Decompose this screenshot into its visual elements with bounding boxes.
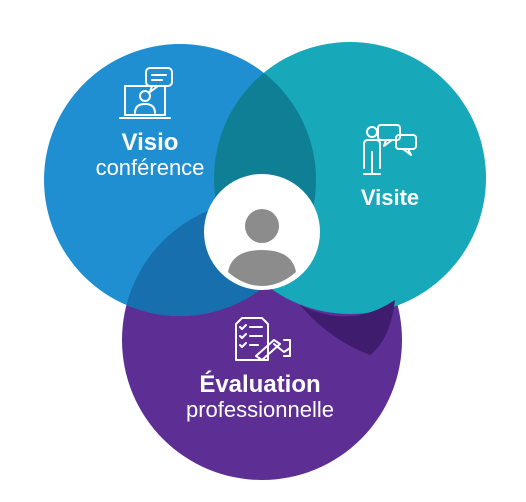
meeting-conversation-icon: [363, 124, 417, 175]
label-visio: Visio conférence: [70, 129, 230, 181]
visio-shadow-region: [122, 200, 316, 316]
video-conference-icon: [119, 67, 173, 119]
evaluation-subtitle: professionnelle: [186, 397, 334, 423]
label-evaluation: Évaluation professionnelle: [155, 371, 365, 423]
checklist-signature-icon: [235, 317, 291, 361]
label-visite: Visite: [335, 185, 445, 210]
user-avatar-icon: [228, 209, 296, 286]
evaluation-shadow-region: [300, 300, 395, 355]
visio-subtitle: conférence: [95, 155, 205, 181]
visite-title: Visite: [360, 185, 420, 210]
visio-title: Visio: [121, 129, 179, 156]
evaluation-title: Évaluation: [199, 371, 321, 398]
